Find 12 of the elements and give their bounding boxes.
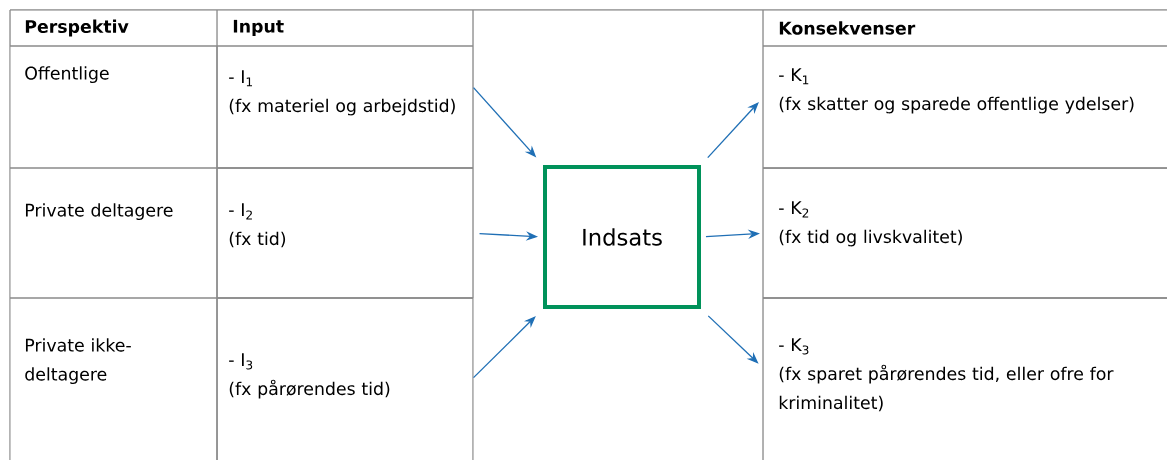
row-label: Offentlige — [25, 66, 109, 84]
arrow — [472, 316, 536, 379]
consequence-cell: - K$_{2}$ (fx tid og livskvalitet) — [762, 167, 1167, 299]
column-header: Perspektiv — [25, 19, 129, 37]
intervention-box: Indsats — [543, 165, 701, 309]
input-cell: - I$_{2}$ (fx tid) — [216, 167, 474, 299]
consequence-cell: - K$_{1}$ (fx skatter og sparede offentlige ydelser) — [762, 45, 1167, 169]
input-cell: - I$_{3}$ (fx pårørendes tid) — [216, 297, 474, 460]
input-cell: - I$_{1}$ (fx materiel og arbejdstid) — [216, 45, 474, 169]
row-label: Private deltagere — [26, 203, 173, 221]
row-label: Private ikke-deltagere — [25, 338, 131, 384]
consequence-cell: - K$_{3}$ (fx sparet pårørendes tid, eller ofre for kriminalitet) — [762, 297, 1167, 460]
